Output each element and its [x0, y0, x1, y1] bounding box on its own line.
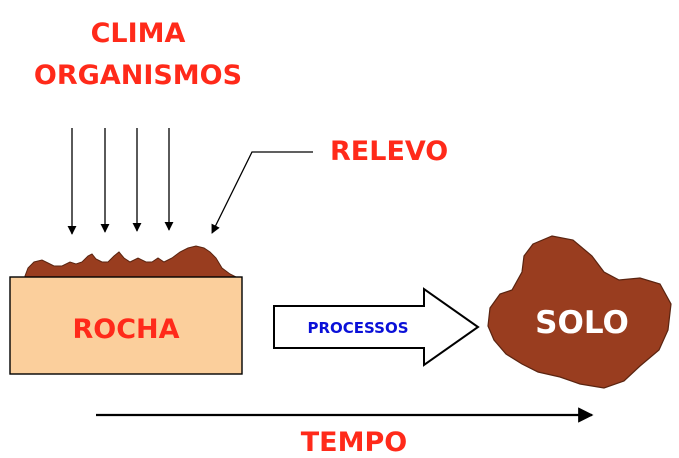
relevo-label: RELEVO	[330, 136, 448, 167]
relief-surface	[24, 245, 237, 278]
rock-block	[9, 276, 243, 375]
relevo-leader-arrow	[211, 151, 313, 234]
solo-blob	[487, 235, 672, 389]
processos-arrow	[273, 287, 480, 367]
rocha-label: ROCHA	[72, 314, 179, 345]
tempo-label: TEMPO	[301, 427, 407, 458]
clima-label: CLIMA	[91, 18, 186, 49]
solo-label: SOLO	[535, 305, 629, 341]
processos-label: PROCESSOS	[307, 319, 408, 337]
climate-organism-arrows	[67, 128, 174, 235]
organismos-label: ORGANISMOS	[34, 60, 242, 91]
